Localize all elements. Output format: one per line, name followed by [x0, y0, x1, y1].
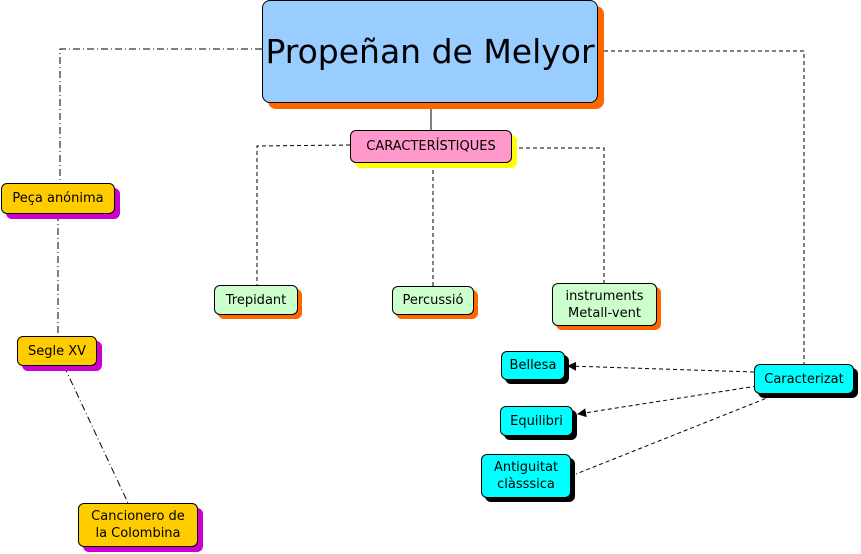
link-main-peca	[59, 48, 262, 183]
trepidant-node-label: Trepidant	[225, 292, 287, 308]
link-caracteristiques-instruments	[512, 147, 605, 283]
main-topic-node-label: Propeñan de Melyor	[265, 32, 595, 71]
antiguitat-classica-node[interactable]: Antiguitat clàsssica	[481, 454, 571, 498]
percussio-node[interactable]: Percussió	[392, 286, 474, 315]
cancionero-node-label: Cancionero de la Colombina	[91, 509, 185, 541]
link-caracteritzat-bellesa	[567, 361, 755, 373]
link-caracteritzat-equilibri	[577, 385, 758, 418]
percussio-node-label: Percussió	[402, 293, 464, 308]
antiguitat-classica-node-label: Antiguitat clàsssica	[493, 460, 559, 492]
caracteritzat-node-label: Caracterizat	[764, 371, 844, 387]
link-caracteritzat-antiguitat	[575, 395, 773, 475]
cancionero-node[interactable]: Cancionero de la Colombina	[78, 503, 198, 547]
caracteritzat-node[interactable]: Caracterizat	[754, 364, 854, 394]
peca-anonima-node[interactable]: Peça anónima	[1, 183, 115, 214]
peca-anonima-node-label: Peça anónima	[12, 191, 104, 206]
segle-xv-node[interactable]: Segle XV	[17, 336, 97, 366]
caracteristiques-node-label: CARACTERÍSTIQUES	[366, 139, 496, 154]
caracteristiques-node[interactable]: CARACTERÍSTIQUES	[350, 130, 512, 163]
link-segle-cancionero	[63, 365, 129, 504]
main-topic-node[interactable]: Propeñan de Melyor	[262, 0, 598, 103]
equilibri-node-label: Equilibri	[510, 413, 563, 429]
link-caracteristiques-trepidant	[256, 144, 351, 285]
segle-xv-node-label: Segle XV	[27, 343, 87, 359]
bellesa-node-label: Bellesa	[509, 358, 557, 373]
equilibri-node[interactable]: Equilibri	[500, 406, 573, 436]
bellesa-node[interactable]: Bellesa	[501, 351, 565, 380]
instruments-node-label: instruments Metall-vent	[565, 288, 644, 321]
instruments-node[interactable]: instruments Metall-vent	[552, 283, 657, 326]
link-main-caracteritzat	[604, 50, 805, 364]
trepidant-node[interactable]: Trepidant	[214, 285, 298, 315]
